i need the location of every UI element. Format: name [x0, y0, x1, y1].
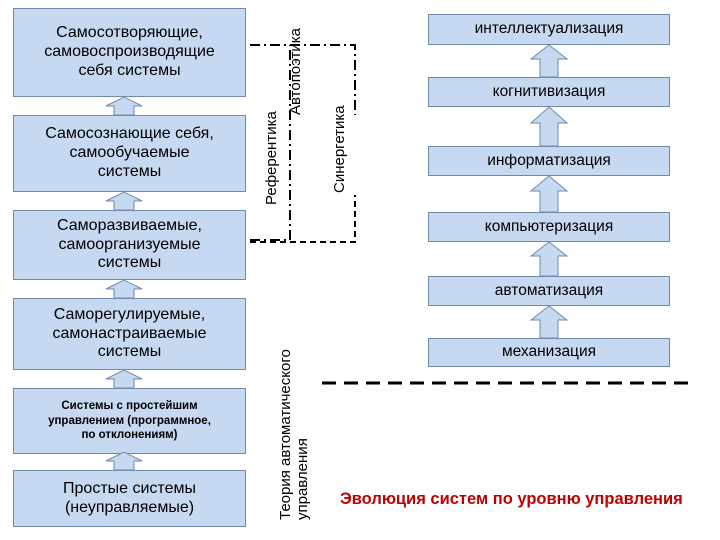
label-referentika: Референтика [263, 111, 280, 205]
stage-computerization-label: компьютеризация [484, 217, 614, 235]
level-self-aware-label: Самосознающие себя, самообучаемые систем… [45, 125, 214, 180]
level-self-aware: Самосознающие себя, самообучаемые систем… [13, 115, 246, 192]
up-arrow-icon [529, 305, 569, 339]
up-arrow-icon [105, 191, 143, 211]
level-self-regulating: Саморегулируемые, самонастраиваемые сист… [13, 298, 246, 370]
autopoietika-bracket [250, 44, 356, 115]
level-simple-control-label: Системы с простейшим управлением (програ… [48, 399, 211, 442]
stage-informatization: информатизация [428, 146, 670, 176]
label-autopoietika: Автопоэтика [287, 28, 304, 115]
up-arrow-icon [105, 96, 143, 116]
referentika-bracket [250, 45, 291, 241]
up-arrow-icon [529, 175, 569, 213]
up-arrow-icon [529, 241, 569, 277]
stage-cognitivization: когнитивизация [428, 77, 670, 107]
stage-intellectualization-label: интеллектуализация [474, 20, 624, 38]
stage-mechanization-label: механизация [501, 343, 596, 361]
stage-mechanization: механизация [428, 338, 670, 367]
label-control-theory: Теория автоматического управления [277, 349, 311, 520]
level-simple-control: Системы с простейшим управлением (програ… [13, 388, 246, 454]
level-simple-systems: Простые системы (неуправляемые) [13, 470, 246, 527]
level-simple-systems-label: Простые системы (неуправляемые) [63, 479, 196, 516]
stage-informatization-label: информатизация [487, 151, 611, 169]
stage-automation: автоматизация [428, 276, 670, 306]
up-arrow-icon [105, 451, 143, 471]
stage-intellectualization: интеллектуализация [428, 14, 670, 45]
stage-computerization: компьютеризация [428, 212, 670, 242]
level-self-regulating-label: Саморегулируемые, самонастраиваемые сист… [52, 305, 207, 361]
stage-cognitivization-label: когнитивизация [492, 82, 606, 100]
up-arrow-icon [529, 44, 569, 78]
up-arrow-icon [105, 279, 143, 299]
synergetika-bracket [250, 195, 356, 243]
up-arrow-icon [105, 369, 143, 389]
level-self-developing: Саморазвиваемые, самоорганизуемые систем… [13, 210, 246, 280]
level-self-creating-label: Самосотворяющие, самовоспроизводящие себ… [44, 24, 215, 79]
level-self-creating: Самосотворяющие, самовоспроизводящие себ… [13, 8, 246, 97]
up-arrow-icon [529, 106, 569, 147]
diagram-caption: Эволюция систем по уровню управления [340, 490, 683, 508]
label-synergetika: Синергетика [331, 105, 348, 193]
stage-automation-label: автоматизация [494, 281, 604, 299]
level-self-developing-label: Саморазвиваемые, самоорганизуемые систем… [57, 216, 202, 272]
